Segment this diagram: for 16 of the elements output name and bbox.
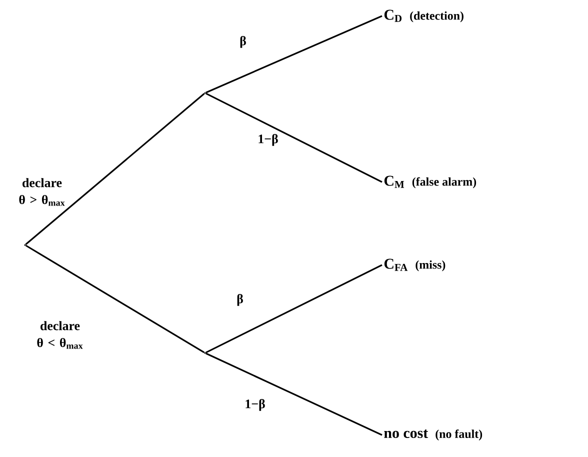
outcome-label: C$_{M}$ (false alarm) (384, 176, 476, 188)
branch-line (206, 15, 382, 94)
outcome-label: C$_{FA}$ (miss) (384, 258, 446, 272)
branch-line (25, 93, 205, 245)
edge-label: β (237, 294, 243, 306)
edge-label: β (240, 36, 246, 48)
edge-label: 1−β (258, 134, 278, 146)
edge-label: declare θ < θ$_{max}$ (37, 321, 83, 349)
edge-label: declare θ > θ$_{max}$ (19, 178, 65, 206)
branch-line (206, 92, 382, 183)
outcome-label: C$_{D}$ (detection) (384, 10, 464, 22)
outcome-label: no cost (no fault) (384, 430, 482, 440)
branch-line (25, 244, 205, 354)
branch-line (206, 264, 382, 354)
edge-label: 1−β (246, 399, 265, 411)
branch-line (206, 352, 382, 436)
